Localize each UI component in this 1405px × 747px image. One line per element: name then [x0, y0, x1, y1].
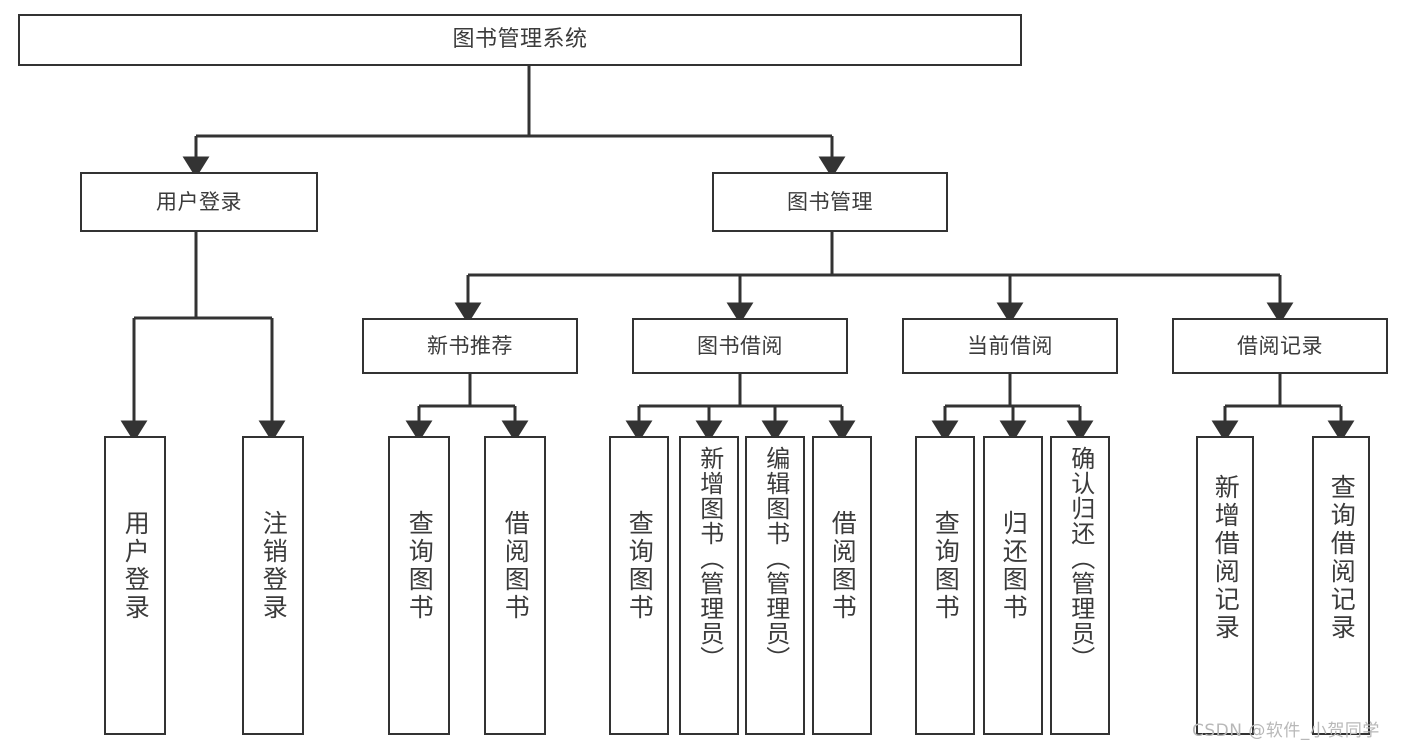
node-label: 确认归还（管理员）	[1066, 446, 1095, 671]
node-label: 图书管理	[787, 189, 873, 214]
node-user-login[interactable]: 用户登录	[80, 172, 318, 232]
node-book-management[interactable]: 图书管理	[712, 172, 948, 232]
node-borrow-record[interactable]: 借阅记录	[1172, 318, 1388, 374]
leaf-borrow-book[interactable]: 借阅图书	[812, 436, 872, 735]
node-label: 图书管理系统	[452, 27, 588, 53]
node-label: 新书推荐	[427, 333, 513, 358]
node-label: 编辑图书（管理员）	[761, 446, 790, 671]
leaf-query-book-borrow[interactable]: 查询图书	[609, 436, 669, 735]
leaf-add-borrow-record[interactable]: 新增借阅记录	[1196, 436, 1254, 735]
node-label: 新增图书（管理员）	[695, 446, 724, 671]
leaf-user-login[interactable]: 用户登录	[104, 436, 166, 735]
node-label: 归还图书	[999, 510, 1029, 622]
leaf-borrow-book-newbook[interactable]: 借阅图书	[484, 436, 546, 735]
node-label: 查询图书	[405, 510, 435, 622]
node-label: 新增借阅记录	[1211, 474, 1241, 642]
leaf-confirm-return-admin[interactable]: 确认归还（管理员）	[1050, 436, 1110, 735]
node-root-system[interactable]: 图书管理系统	[18, 14, 1022, 66]
node-label: 借阅图书	[828, 510, 858, 622]
leaf-logout[interactable]: 注销登录	[242, 436, 304, 735]
node-label: 查询借阅记录	[1327, 474, 1357, 642]
node-label: 查询图书	[625, 510, 655, 622]
node-label: 用户登录	[156, 189, 242, 214]
leaf-query-borrow-record[interactable]: 查询借阅记录	[1312, 436, 1370, 735]
leaf-edit-book-admin[interactable]: 编辑图书（管理员）	[745, 436, 805, 735]
node-label: 借阅记录	[1237, 333, 1323, 358]
leaf-query-book-current[interactable]: 查询图书	[915, 436, 975, 735]
node-label: 借阅图书	[501, 510, 531, 622]
node-label: 注销登录	[259, 510, 289, 622]
node-label: 当前借阅	[967, 333, 1053, 358]
node-label: 用户登录	[121, 510, 151, 622]
node-label: 查询图书	[931, 510, 961, 622]
csdn-watermark: CSDN @软件_小贺同学	[1192, 721, 1380, 741]
leaf-add-book-admin[interactable]: 新增图书（管理员）	[679, 436, 739, 735]
node-current-borrow[interactable]: 当前借阅	[902, 318, 1118, 374]
leaf-query-book-newbook[interactable]: 查询图书	[388, 436, 450, 735]
node-new-book-recommend[interactable]: 新书推荐	[362, 318, 578, 374]
leaf-return-book[interactable]: 归还图书	[983, 436, 1043, 735]
node-label: 图书借阅	[697, 333, 783, 358]
node-book-borrow[interactable]: 图书借阅	[632, 318, 848, 374]
